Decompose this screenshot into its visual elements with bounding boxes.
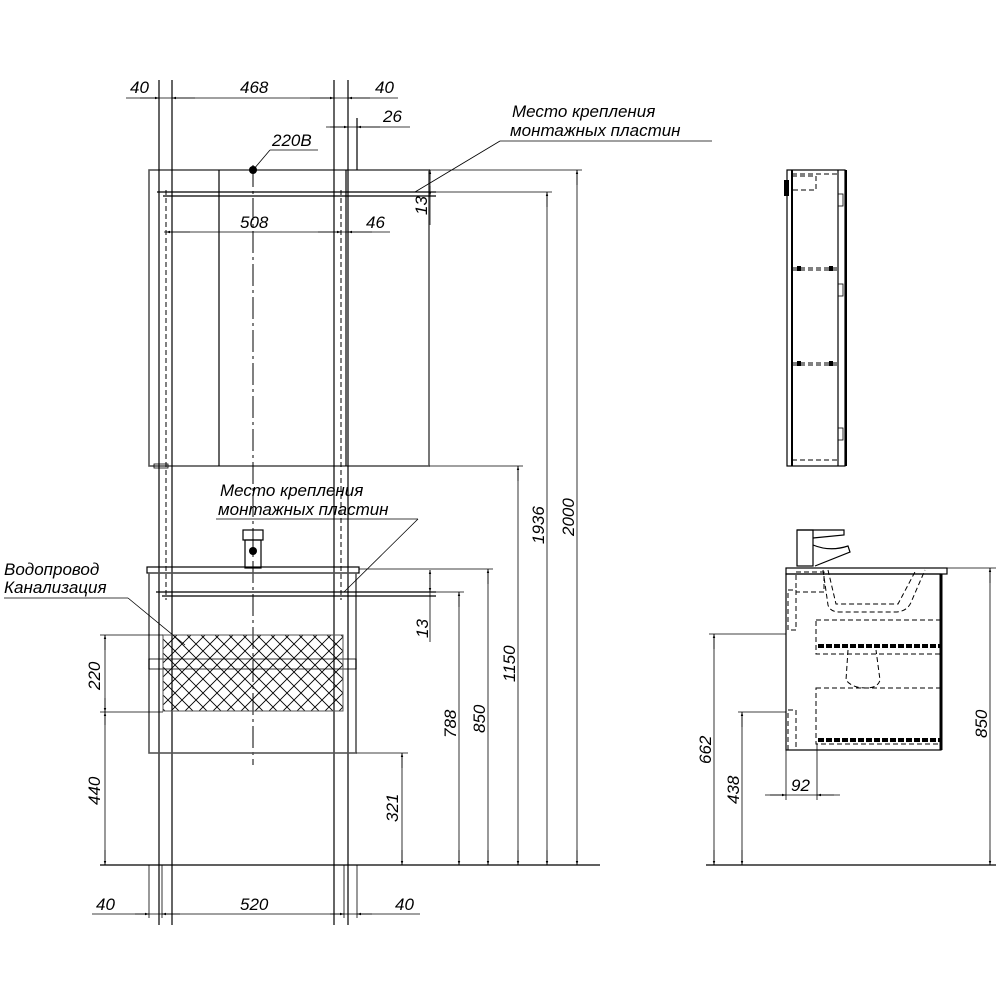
bottom-dimensions: 40 520 40 [92,865,420,918]
side-dimensions: 850 662 438 92 [696,567,996,866]
label-mounting-top-2: монтажных пластин [510,121,681,140]
dim-top-468: 468 [240,78,269,97]
dim-92: 92 [791,776,810,795]
pipe-zone [162,634,344,712]
dim-440: 440 [85,776,104,805]
label-mounting-top-1: Место крепления [512,102,655,121]
dim-850-front: 850 [470,704,489,733]
dim-offset-26: 26 [382,107,402,126]
label-mounting-mid-2: монтажных пластин [218,500,389,519]
faucet-side-icon [796,529,851,567]
mounting-callout-mid: Место крепления монтажных пластин [216,481,419,593]
dim-662: 662 [696,735,715,764]
dim-1936: 1936 [529,506,548,544]
mirror-cabinet-side [784,169,847,467]
mirror-cabinet-front [148,169,436,469]
dim-788: 788 [441,709,460,738]
faucet-icon [242,529,264,569]
plumbing-callout: Водопровод Канализация [4,560,186,646]
dim-1150: 1150 [500,645,519,682]
pipe-dimensions: 220 440 [85,634,163,865]
dim-850-side: 850 [972,709,991,738]
dim-13-top: 13 [412,196,431,215]
dim-bottom-right-40: 40 [395,895,414,914]
dim-520: 520 [240,895,269,914]
mirror-plate-dimensions: 508 46 13 [164,170,432,234]
dim-bottom-left-40: 40 [96,895,115,914]
top-dimensions: 40 468 40 26 [126,78,410,129]
vanity-side [785,529,948,751]
dim-46: 46 [366,213,385,232]
dim-438: 438 [724,775,743,804]
dim-321: 321 [383,794,402,822]
dim-top-left-40: 40 [130,78,149,97]
dim-508: 508 [240,213,269,232]
dim-13-mid: 13 [413,619,432,638]
label-220v: 220В [271,131,312,150]
dim-top-right-40: 40 [375,78,394,97]
vanity-front [146,529,436,754]
mounting-callout-top: Место крепления монтажных пластин [414,102,712,193]
electrical-callout: 220В [249,131,318,174]
label-plumbing-1: Водопровод [4,560,99,579]
dim-2000: 2000 [559,498,578,537]
label-mounting-mid-1: Место крепления [220,481,363,500]
height-dimensions: 321 13 788 850 1150 1936 2000 [356,169,582,865]
label-plumbing-2: Канализация [4,578,107,597]
dim-220: 220 [85,661,104,691]
